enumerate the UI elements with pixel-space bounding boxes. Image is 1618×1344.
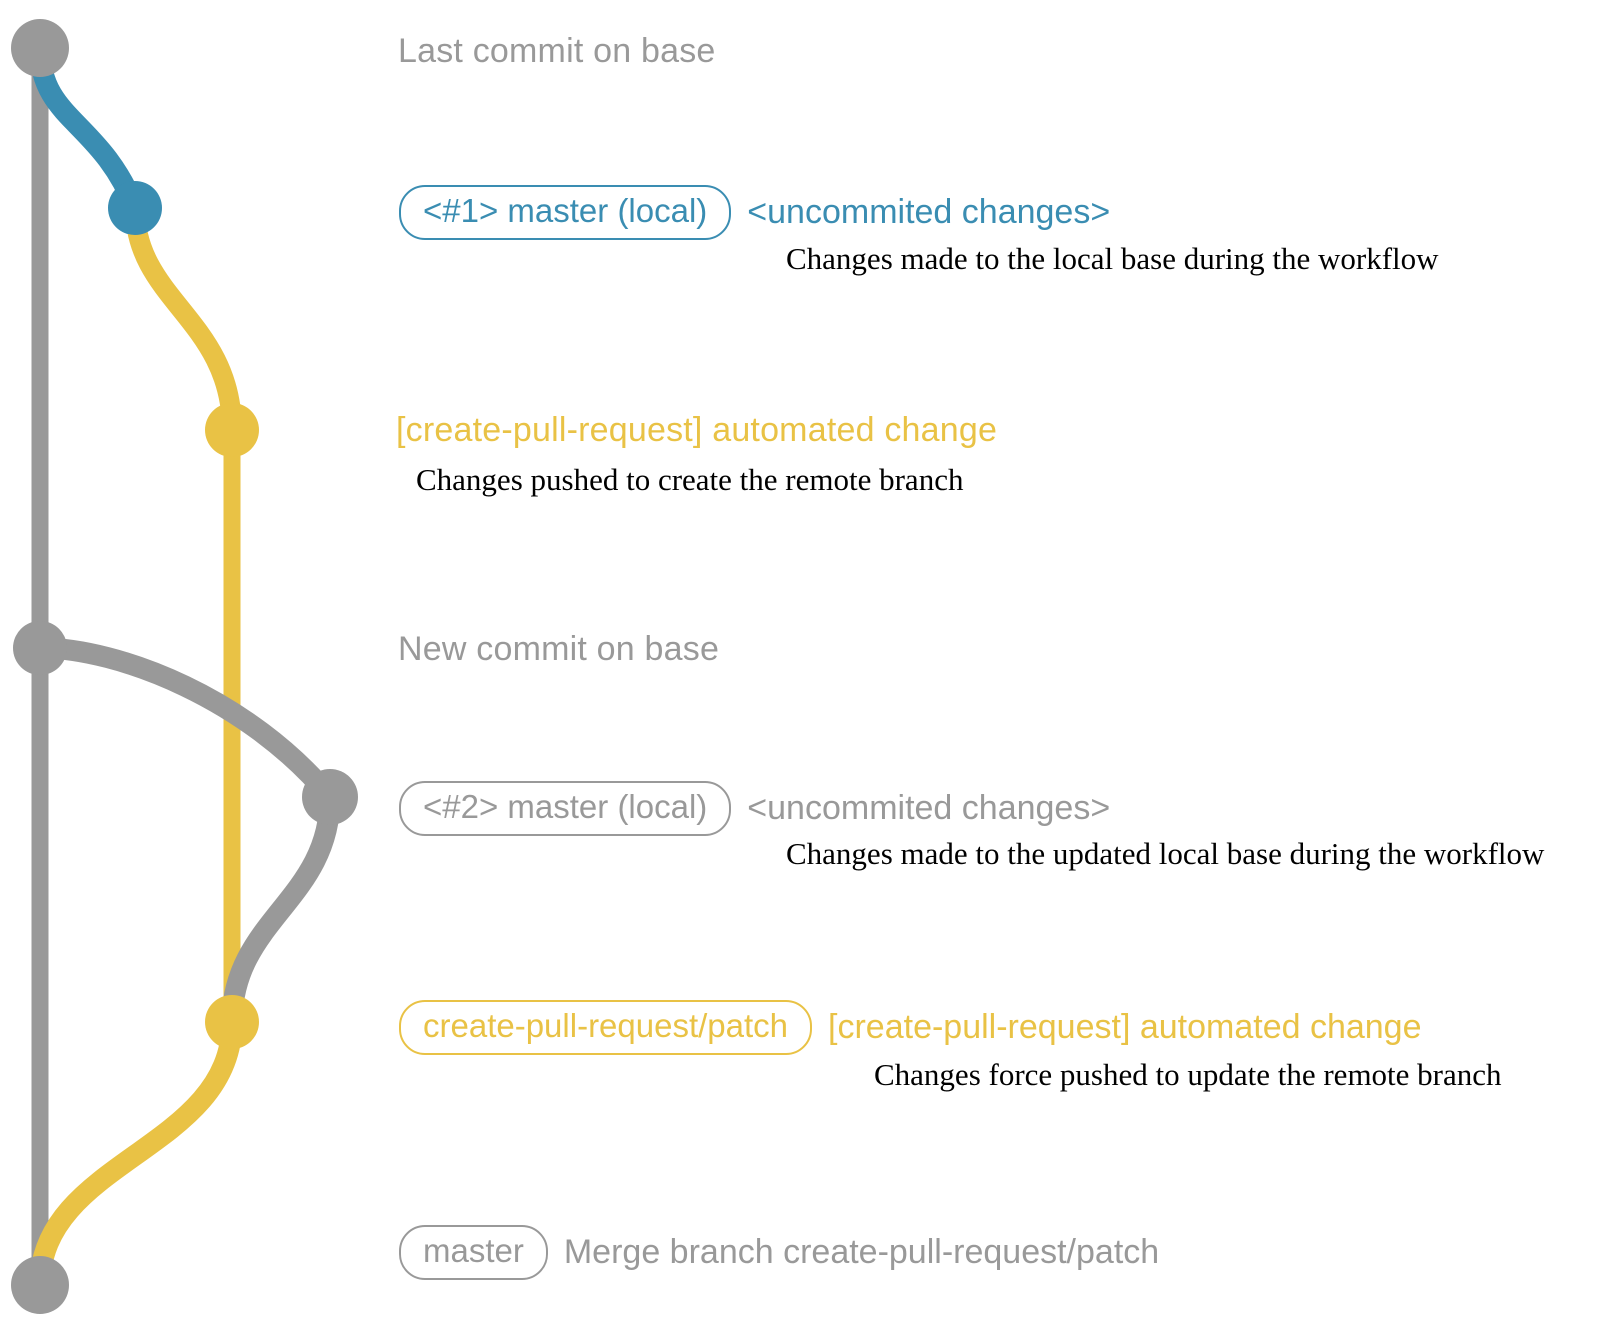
headline-new-commit-on-base: New commit on base	[398, 630, 720, 668]
row-automated-change-2: create-pull-request/patch [create-pull-r…	[399, 1000, 1422, 1055]
description-local-uncommitted-1: Changes made to the local base during th…	[786, 241, 1439, 276]
edge-local2-to-patch2	[221, 786, 341, 1033]
commit-node-patch-2[interactable]	[205, 995, 259, 1049]
description-local-uncommitted-2: Changes made to the updated local base d…	[786, 836, 1545, 871]
commit-message-uncommitted-2: <uncommited changes>	[747, 788, 1111, 827]
commit-node-local-1[interactable]	[108, 181, 162, 235]
description-automated-change-2: Changes force pushed to update the remot…	[874, 1057, 1502, 1092]
row-last-commit-on-base: Last commit on base	[398, 32, 716, 71]
row-automated-change-1: [create-pull-request] automated change	[396, 411, 997, 450]
row-local-uncommitted-2: <#2> master (local) <uncommited changes>	[399, 781, 1110, 836]
edge-patch2-to-merge	[29, 1011, 243, 1296]
row-local-uncommitted-1: <#1> master (local) <uncommited changes>	[399, 185, 1110, 240]
branch-pill-create-pull-request-patch[interactable]: create-pull-request/patch	[399, 1000, 813, 1055]
description-automated-change-1: Changes pushed to create the remote bran…	[416, 462, 964, 497]
commit-node-merge[interactable]	[11, 1256, 69, 1314]
branch-pill-master[interactable]: master	[399, 1225, 548, 1280]
commit-node-local-2[interactable]	[302, 769, 358, 825]
commit-node-base-new[interactable]	[13, 621, 67, 675]
commit-node-patch-1[interactable]	[205, 403, 259, 457]
commit-message-merge: Merge branch create-pull-request/patch	[563, 1232, 1160, 1271]
edge-local1-to-patch1	[125, 198, 242, 440]
row-merge-commit: master Merge branch create-pull-request/…	[399, 1225, 1159, 1280]
commit-message-automated-change-2: [create-pull-request] automated change	[828, 1007, 1422, 1046]
headline-automated-change-1: [create-pull-request] automated change	[396, 411, 998, 449]
edge-basenew-to-local2	[29, 637, 341, 808]
branch-pill-master-local-2[interactable]: <#2> master (local)	[399, 781, 732, 836]
headline-last-commit-on-base: Last commit on base	[398, 32, 716, 70]
commit-message-uncommitted-1: <uncommited changes>	[747, 192, 1111, 231]
branch-pill-master-local-1[interactable]: <#1> master (local)	[399, 185, 732, 240]
commit-node-base-last[interactable]	[11, 19, 69, 77]
row-new-commit-on-base: New commit on base	[398, 630, 719, 669]
